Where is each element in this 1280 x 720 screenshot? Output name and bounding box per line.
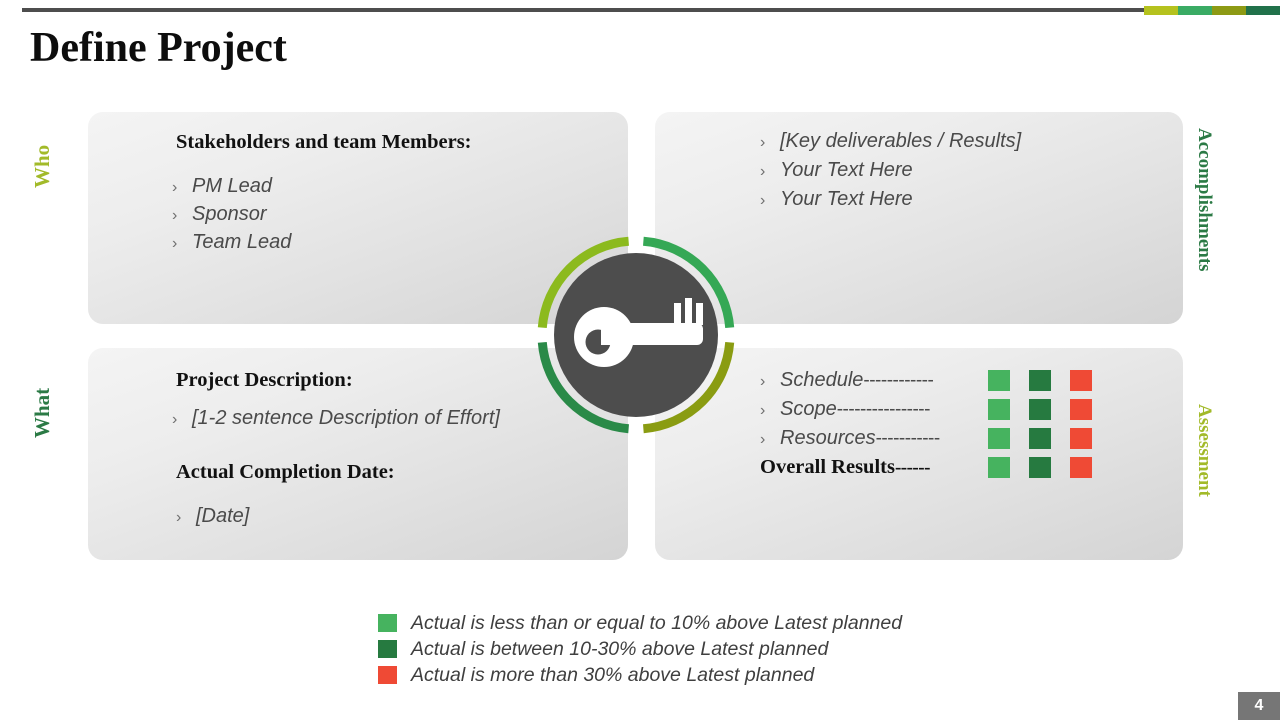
chevron-right-icon: › [172,411,178,428]
assessment-row: › Scope---------------- [760,395,1100,424]
assessment-row-label: › Scope---------------- [760,398,988,421]
assessment-status-swatch[interactable] [1029,399,1051,420]
assessment-criterion-name: Schedule [780,369,864,391]
header-color-chips [1144,6,1280,15]
key-icon [537,236,735,434]
assessment-row: › Resources----------- [760,424,1100,453]
legend-color-swatch [378,614,397,632]
list-item: › [1-2 sentence Description of Effort] [172,407,500,430]
assessment-status-swatch[interactable] [988,370,1010,391]
list-item-label: PM Lead [192,175,273,197]
actual-completion-date-list: › [Date] [176,505,249,528]
legend-item: Actual is more than 30% above Latest pla… [378,662,902,688]
list-item: › Your Text Here [760,188,1021,211]
chevron-right-icon: › [172,235,178,252]
list-item-label: Sponsor [192,203,267,225]
side-label-what: What [30,387,54,438]
assessment-status-swatch[interactable] [988,428,1010,449]
legend-color-swatch [378,640,397,658]
list-item: › PM Lead [172,175,291,198]
chevron-right-icon: › [172,179,178,196]
arc-bottom-right [642,341,735,434]
assessment-status-swatch[interactable] [988,399,1010,420]
assessment-status-swatch[interactable] [1029,457,1051,478]
list-item-label: Team Lead [192,231,292,253]
accomplishments-list: › [Key deliverables / Results] › Your Text … [760,130,1021,217]
assessment-status-swatch[interactable] [1029,428,1051,449]
arc-top-left [537,236,630,329]
assessment-status-swatch[interactable] [1070,428,1092,449]
legend-item: Actual is less than or equal to 10% abov… [378,610,902,636]
chip-olive [1212,6,1246,15]
list-item: › Your Text Here [760,159,1021,182]
assessment-row: Overall Results------ [760,453,1100,482]
chevron-right-icon: › [760,431,766,448]
chip-green [1178,6,1212,15]
panel-what [88,348,628,560]
chevron-right-icon: › [176,509,182,526]
chevron-right-icon: › [760,402,766,419]
assessment-leader-dashes: ---------------- [836,399,931,420]
key-emblem [533,232,739,438]
list-item: › [Date] [176,505,249,528]
page-number-badge: 4 [1238,692,1280,720]
legend-item-label: Actual is more than 30% above Latest pla… [411,663,815,686]
who-list: › PM Lead › Sponsor › Team Lead [172,175,291,259]
assessment-status-swatch[interactable] [1070,457,1092,478]
assessment-status-swatch[interactable] [1070,370,1092,391]
arc-bottom-left [537,341,630,434]
list-item-label: [1-2 sentence Description of Effort] [192,407,500,429]
assessment-criterion-name: Overall Results [760,456,895,478]
legend-color-swatch [378,666,397,684]
assessment-criterion-name: Scope [780,398,837,420]
legend-item-label: Actual is less than or equal to 10% abov… [411,611,903,634]
assessment-status-swatch[interactable] [1029,370,1051,391]
actual-completion-date-heading: Actual Completion Date: [176,461,395,483]
side-label-who: Who [30,144,54,188]
chevron-right-icon: › [760,163,766,180]
chevron-right-icon: › [172,207,178,224]
assessment-rows: ›Schedule------------›Scope-------------… [760,366,1100,482]
panel-who [88,112,628,324]
project-description-list: › [1-2 sentence Description of Effort] [172,407,500,430]
legend: Actual is less than or equal to 10% abov… [378,610,902,688]
side-label-assessment: Assessment [1194,404,1215,497]
assessment-row-label: Overall Results------ [760,456,988,479]
assessment-status-swatch[interactable] [988,457,1010,478]
assessment-row-label: › Schedule------------ [760,369,988,392]
assessment-leader-dashes: ----------- [875,428,941,449]
assessment-criterion-name: Resources [780,427,876,449]
assessment-status-swatch[interactable] [1070,399,1092,420]
list-item-label: [Date] [196,505,250,527]
side-label-accomplishments: Accomplishments [1194,128,1215,272]
assessment-row-label: › Resources----------- [760,427,988,450]
chevron-right-icon: › [760,134,766,151]
legend-item-label: Actual is between 10-30% above Latest pl… [411,637,829,660]
list-item: › Sponsor [172,203,291,226]
who-heading: Stakeholders and team Members: [176,131,472,153]
assessment-row: › Schedule------------ [760,366,1100,395]
panel-assessment [655,348,1183,560]
chevron-right-icon: › [760,373,766,390]
list-item: › [Key deliverables / Results] [760,130,1021,153]
chip-dark-green [1246,6,1280,15]
list-item: › Team Lead [172,231,291,254]
list-item-label: Your Text Here [780,188,913,210]
arc-top-right [642,236,735,329]
list-item-label: [Key deliverables / Results] [780,130,1022,152]
project-description-heading: Project Description: [176,369,353,391]
legend-item: Actual is between 10-30% above Latest pl… [378,636,902,662]
assessment-leader-dashes: ------------ [863,370,934,391]
assessment-leader-dashes: ------ [894,457,930,478]
list-item-label: Your Text Here [780,159,913,181]
chevron-right-icon: › [760,192,766,209]
panel-accomplishments [655,112,1183,324]
header-rule [22,8,1144,12]
key-glyph [574,298,703,367]
page-title: Define Project [30,25,287,71]
chip-yellow-green [1144,6,1178,15]
